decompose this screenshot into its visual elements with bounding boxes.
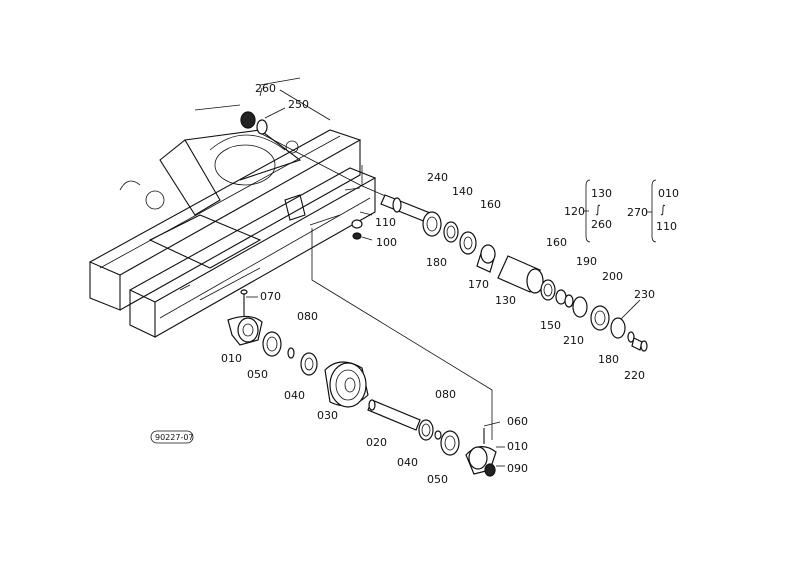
- part-130-bushing: [497, 255, 544, 294]
- group-270-top: 010: [658, 187, 679, 200]
- part-160b-bearing: [540, 279, 556, 301]
- part-labels: 260 250 240 140 160 110 100 180 170 130 …: [221, 82, 655, 486]
- label-260a: 260: [255, 82, 276, 95]
- part-230-washer: [627, 331, 635, 343]
- part-180b-ring: [610, 317, 626, 339]
- label-010b: 010: [507, 440, 528, 453]
- label-010a: 010: [221, 352, 242, 365]
- label-150: 150: [540, 319, 561, 332]
- part-170-spacer: [476, 244, 496, 273]
- label-050b: 050: [427, 473, 448, 486]
- part-080b-oring: [434, 430, 442, 440]
- label-060: 060: [507, 415, 528, 428]
- label-030: 030: [317, 409, 338, 422]
- label-110: 110: [375, 216, 396, 229]
- part-040b-bearing: [418, 419, 434, 441]
- label-160b: 160: [546, 236, 567, 249]
- part-110-nut: [351, 219, 363, 229]
- label-200: 200: [602, 270, 623, 283]
- part-260-nut: [240, 111, 256, 129]
- label-070: 070: [260, 290, 281, 303]
- label-180a: 180: [426, 256, 447, 269]
- label-160a: 160: [480, 198, 501, 211]
- group-120-bottom: 260: [591, 218, 612, 231]
- label-080a: 080: [297, 310, 318, 323]
- label-080b: 080: [435, 388, 456, 401]
- figure-code-text: 90227-07: [155, 433, 194, 442]
- part-010-bracket: [227, 315, 263, 346]
- reference-lines: [246, 87, 641, 467]
- group-270-head: 270: [627, 206, 648, 219]
- label-250: 250: [288, 98, 309, 111]
- part-100-washer: [352, 232, 362, 240]
- track-frame: [88, 77, 377, 338]
- label-130: 130: [495, 294, 516, 307]
- label-020: 020: [366, 436, 387, 449]
- label-180b: 180: [598, 353, 619, 366]
- label-040a: 040: [284, 389, 305, 402]
- label-170: 170: [468, 278, 489, 291]
- group-120-top: 130: [591, 187, 612, 200]
- part-190-ring: [564, 294, 574, 308]
- label-090: 090: [507, 462, 528, 475]
- part-020-shaft: [367, 399, 421, 431]
- part-030-roller: [324, 361, 369, 408]
- part-180-ring: [443, 221, 459, 243]
- group-270-tilde: ∫: [660, 203, 666, 216]
- label-220: 220: [624, 369, 645, 382]
- label-050a: 050: [247, 368, 268, 381]
- label-230: 230: [634, 288, 655, 301]
- label-040b: 040: [397, 456, 418, 469]
- figure-code-badge: 90227-07: [150, 430, 194, 444]
- group-270-bottom: 110: [656, 220, 677, 233]
- part-220-bolt: [631, 337, 648, 352]
- group-120-tilde: ∫: [595, 203, 601, 216]
- part-040-bearing: [300, 352, 318, 376]
- part-050-seal: [262, 331, 282, 357]
- label-100: 100: [376, 236, 397, 249]
- part-080-oring: [287, 347, 295, 359]
- group-120-head: 120: [564, 205, 585, 218]
- part-200-cap: [590, 305, 610, 331]
- part-210-oring: [572, 296, 588, 318]
- label-210: 210: [563, 334, 584, 347]
- label-140: 140: [452, 185, 473, 198]
- part-250-washer: [256, 119, 268, 135]
- group-270-callout: 270 010 ∫ 110: [627, 179, 679, 243]
- label-240: 240: [427, 171, 448, 184]
- part-050b-seal: [440, 430, 460, 456]
- label-190: 190: [576, 255, 597, 268]
- part-160-bearing: [459, 231, 477, 255]
- group-120-callout: 120 130 ∫ 260: [564, 179, 612, 243]
- part-070-bolt: [240, 289, 248, 316]
- part-140-seal: [422, 211, 442, 237]
- part-090-nut: [484, 463, 496, 477]
